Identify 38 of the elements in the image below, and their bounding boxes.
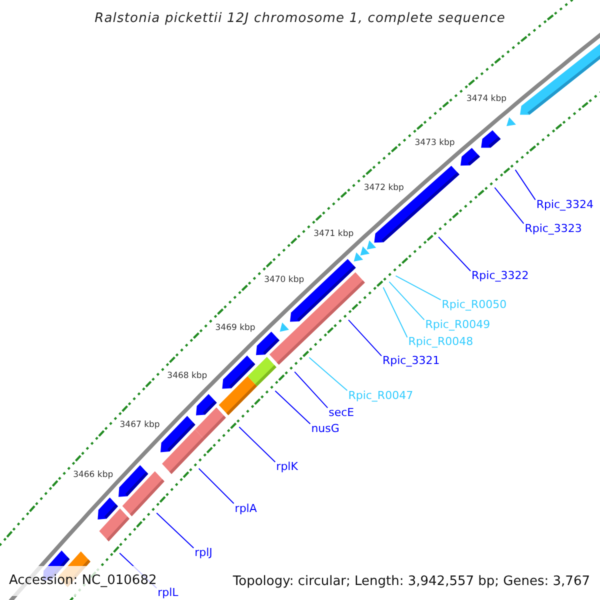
gene-label: Rpic_3322 <box>472 270 529 281</box>
gene-label: rplA <box>234 502 257 514</box>
title: Ralstonia pickettii 12J chromosome 1, complete sequence <box>94 12 506 25</box>
gene-label: Rpic_3323 <box>524 222 582 234</box>
summary-text: Topology: circular; Length: 3,942,557 bp; Genes: 3,767 <box>232 575 590 588</box>
tick-label: 3470 kbp <box>264 276 304 285</box>
tick-label: 3468 kbp <box>167 372 208 380</box>
tick-label: 3466 kbp <box>73 470 114 479</box>
leader-line <box>198 468 234 504</box>
gene-label: Rpic_R0048 <box>408 336 474 348</box>
gene-label: Rpic_3324 <box>536 198 594 210</box>
gene-label: rplK <box>276 461 298 472</box>
gene-label: Rpic_3321 <box>382 354 440 366</box>
leader-line <box>238 426 276 463</box>
gene-label: rplL <box>158 587 178 598</box>
leader-line <box>274 390 311 424</box>
leader-line <box>308 357 348 392</box>
gene-label: secE <box>328 406 354 418</box>
leader-line <box>156 512 194 549</box>
leader-line <box>294 371 328 408</box>
gene-label: Rpic_R0050 <box>442 298 507 310</box>
leader-line <box>348 319 382 356</box>
gene-label: nusG <box>311 422 340 434</box>
tick-label: 3472 kbp <box>364 184 404 192</box>
leader-line <box>514 169 536 200</box>
gene-label: rplJ <box>194 547 212 558</box>
tick-label: 3474 kbp <box>466 94 507 103</box>
tick-label: 3467 kbp <box>120 420 160 430</box>
leader-line <box>388 281 425 320</box>
leader-line <box>494 187 524 224</box>
leader-line <box>382 286 408 338</box>
gene-label: Rpic_R0049 <box>425 318 490 330</box>
leader-line <box>395 275 442 300</box>
leader-line <box>438 236 472 272</box>
tick-label: 3473 kbp <box>414 138 455 148</box>
tick-label: 3469 kbp <box>215 324 256 332</box>
gene-label: Rpic_R0047 <box>348 390 414 401</box>
tick-label: 3471 kbp <box>314 230 354 238</box>
